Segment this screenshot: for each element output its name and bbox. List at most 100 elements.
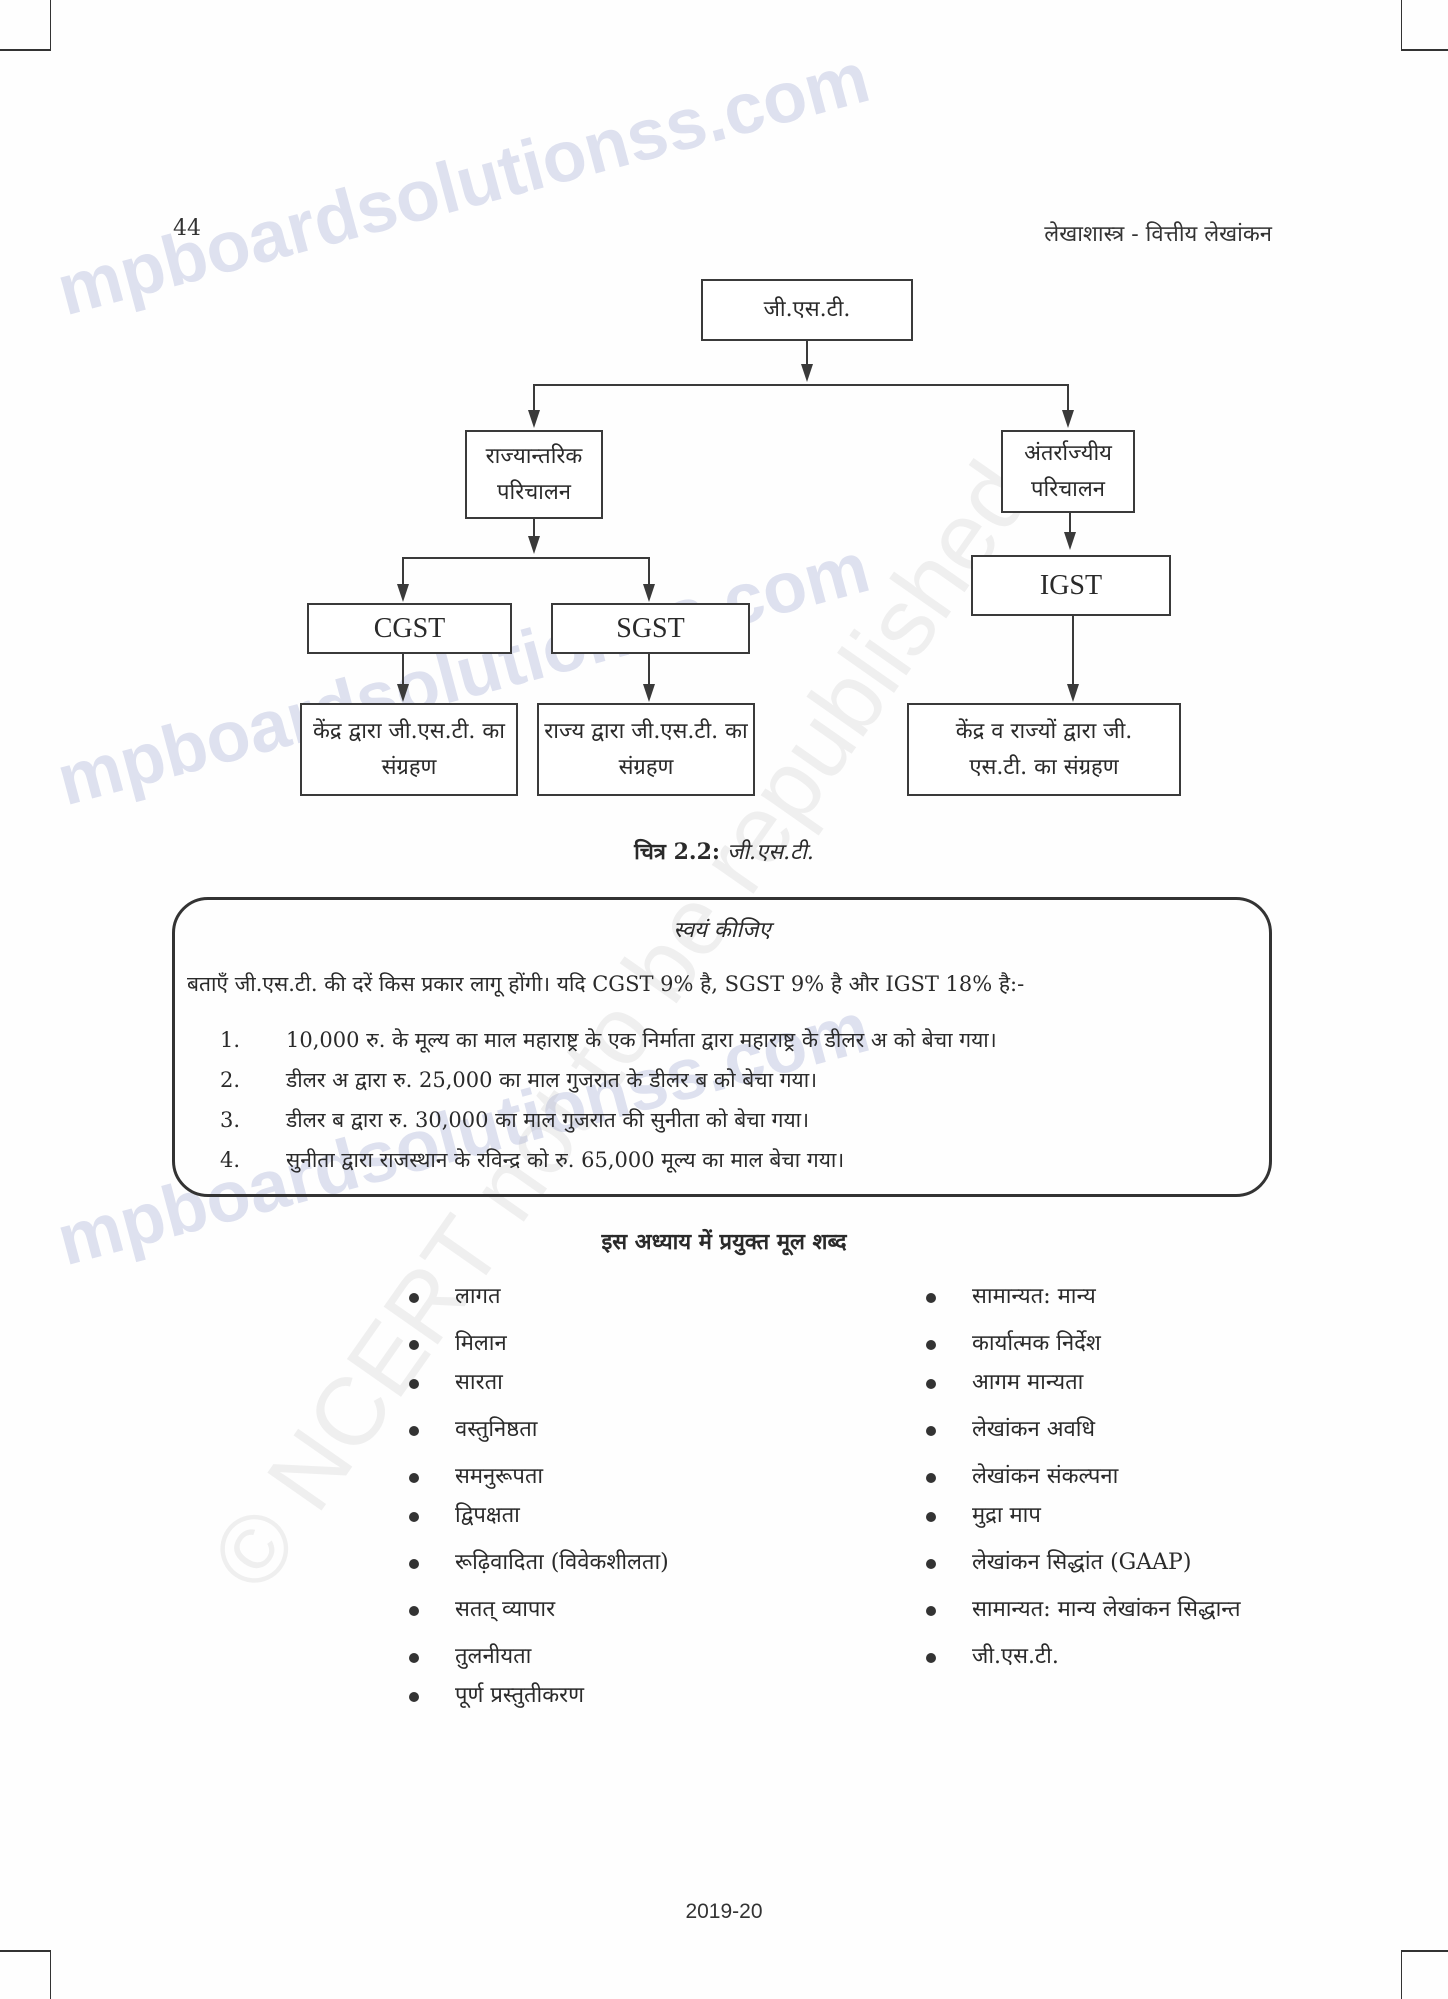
- glossary-term: मुद्रा माप: [972, 1503, 1041, 1528]
- question-number: 2.: [220, 1068, 241, 1092]
- connector: [533, 384, 1069, 386]
- question-text: सुनीता द्वारा राजस्थान के रविन्द्र को रु…: [286, 1148, 845, 1172]
- activity-panel: स्वयं कीजिए बताएँ जी.एस.टी. की दरें किस …: [172, 897, 1272, 1197]
- activity-question: 4. सुनीता द्वारा राजस्थान के रविन्द्र को …: [220, 1146, 844, 1174]
- box-sgst-label: SGST: [616, 612, 685, 644]
- bullet-icon: [926, 1473, 936, 1483]
- figure-caption-label: चित्र 2.2:: [634, 839, 721, 865]
- bullet-icon: [926, 1653, 936, 1663]
- running-title: लेखाशास्त्र - वित्तीय लेखांकन: [1044, 222, 1272, 247]
- bullet-icon: [926, 1340, 936, 1350]
- arrow-down-icon: [1062, 410, 1074, 428]
- crop-mark-top-left-h: [0, 49, 51, 51]
- box-cgst-result-label: केंद्र द्वारा जी.एस.टी. का संग्रहण: [312, 718, 506, 780]
- arrow-down-icon: [1067, 684, 1079, 702]
- connector: [806, 341, 808, 371]
- arrow-down-icon: [397, 584, 409, 602]
- glossary-term: लेखांकन अवधि: [972, 1417, 1095, 1442]
- glossary-term: रूढ़िवादिता (विवेकशीलता): [455, 1550, 669, 1575]
- activity-question: 3. डीलर ब द्वारा रु. 30,000 का माल गुजरात…: [220, 1106, 809, 1134]
- bullet-icon: [926, 1379, 936, 1389]
- connector: [1069, 513, 1071, 535]
- box-cgst-result: केंद्र द्वारा जी.एस.टी. का संग्रहण: [300, 703, 518, 796]
- bullet-icon: [409, 1559, 419, 1569]
- connector: [533, 519, 535, 543]
- glossary-term: सतत् व्यापार: [455, 1597, 556, 1622]
- footer-year: 2019-20: [685, 1900, 763, 1923]
- figure-caption-text: जी.एस.टी.: [727, 840, 814, 865]
- bullet-icon: [409, 1692, 419, 1702]
- bullet-icon: [409, 1653, 419, 1663]
- box-sgst-result-label: राज्य द्वारा जी.एस.टी. का संग्रहण: [544, 718, 748, 780]
- glossary-term: सारता: [455, 1370, 503, 1395]
- glossary-term: वस्तुनिष्ठता: [455, 1417, 538, 1442]
- arrow-down-icon: [397, 684, 409, 702]
- question-text: डीलर ब द्वारा रु. 30,000 का माल गुजरात क…: [286, 1108, 810, 1132]
- box-sgst-result: राज्य द्वारा जी.एस.टी. का संग्रहण: [537, 703, 755, 796]
- glossary-title: इस अध्याय में प्रयुक्त मूल शब्द: [601, 1229, 847, 1255]
- box-igst-result-label: केंद्र व राज्यों द्वारा जी. एस.टी. का सं…: [955, 718, 1133, 780]
- crop-mark-bottom-left-v: [50, 1950, 51, 1999]
- arrow-down-icon: [1064, 532, 1076, 550]
- box-interstate: अंतर्राज्यीय परिचालन: [1001, 430, 1135, 513]
- arrow-down-icon: [643, 684, 655, 702]
- bullet-icon: [409, 1340, 419, 1350]
- arrow-down-icon: [801, 364, 813, 382]
- glossary-term: कार्यात्मक निर्देश: [972, 1331, 1101, 1356]
- glossary-term: आगम मान्यता: [972, 1370, 1084, 1395]
- question-number: 3.: [220, 1108, 241, 1132]
- activity-title: स्वयं कीजिए: [673, 918, 771, 943]
- bullet-icon: [926, 1606, 936, 1616]
- glossary-term: मिलान: [455, 1331, 507, 1356]
- box-cgst: CGST: [307, 603, 512, 654]
- bullet-icon: [926, 1512, 936, 1522]
- connector: [648, 654, 650, 686]
- bullet-icon: [926, 1559, 936, 1569]
- box-intrastate-label: राज्यान्तरिक परिचालन: [485, 443, 583, 505]
- glossary-term: द्विपक्षता: [455, 1503, 520, 1528]
- connector: [533, 384, 535, 414]
- question-text: डीलर अ द्वारा रु. 25,000 का माल गुजरात क…: [286, 1068, 818, 1092]
- crop-mark-top-right-h: [1401, 49, 1448, 51]
- crop-mark-bottom-left-h: [0, 1950, 51, 1952]
- glossary-term: समनुरूपता: [455, 1464, 544, 1489]
- connector: [402, 654, 404, 686]
- box-gst-root: जी.एस.टी.: [701, 279, 913, 341]
- arrow-down-icon: [528, 410, 540, 428]
- crop-mark-bottom-right-v: [1401, 1950, 1402, 1999]
- box-sgst: SGST: [551, 603, 750, 654]
- glossary-term: सामान्यत: मान्य लेखांकन सिद्धान्त: [972, 1597, 1241, 1622]
- crop-mark-bottom-right-h: [1401, 1950, 1448, 1952]
- bullet-icon: [409, 1473, 419, 1483]
- activity-intro: बताएँ जी.एस.टी. की दरें किस प्रकार लागू …: [187, 972, 1025, 996]
- question-text: 10,000 रु. के मूल्य का माल महाराष्ट्र के…: [286, 1028, 997, 1052]
- bullet-icon: [926, 1426, 936, 1436]
- bullet-icon: [409, 1379, 419, 1389]
- box-igst: IGST: [971, 555, 1171, 616]
- figure-caption: चित्र 2.2: जी.एस.टी.: [0, 836, 1448, 866]
- page-number: 44: [173, 216, 201, 241]
- bullet-icon: [409, 1512, 419, 1522]
- box-gst-root-label: जी.एस.टी.: [763, 297, 851, 322]
- activity-question: 1. 10,000 रु. के मूल्य का माल महाराष्ट्र …: [220, 1026, 997, 1054]
- arrow-down-icon: [643, 584, 655, 602]
- glossary-term: सामान्यत: मान्य: [972, 1284, 1096, 1309]
- connector: [1072, 616, 1074, 686]
- bullet-icon: [409, 1426, 419, 1436]
- bullet-icon: [926, 1293, 936, 1303]
- box-igst-label: IGST: [1039, 569, 1103, 601]
- connector: [648, 557, 650, 585]
- bullet-icon: [409, 1606, 419, 1616]
- question-number: 4.: [220, 1148, 241, 1172]
- crop-mark-top-right-v: [1401, 0, 1402, 50]
- glossary-term: लागत: [455, 1284, 501, 1309]
- glossary-term: तुलनीयता: [455, 1644, 532, 1669]
- box-igst-result: केंद्र व राज्यों द्वारा जी. एस.टी. का सं…: [907, 703, 1181, 796]
- glossary-term: लेखांकन संकल्पना: [972, 1464, 1119, 1489]
- connector: [1067, 384, 1069, 414]
- glossary-term: पूर्ण प्रस्तुतीकरण: [455, 1683, 585, 1708]
- glossary-term: लेखांकन सिद्धांत (GAAP): [972, 1550, 1192, 1575]
- activity-question: 2. डीलर अ द्वारा रु. 25,000 का माल गुजरात…: [220, 1066, 817, 1094]
- question-number: 1.: [220, 1028, 241, 1052]
- box-interstate-label: अंतर्राज्यीय परिचालन: [1024, 440, 1112, 502]
